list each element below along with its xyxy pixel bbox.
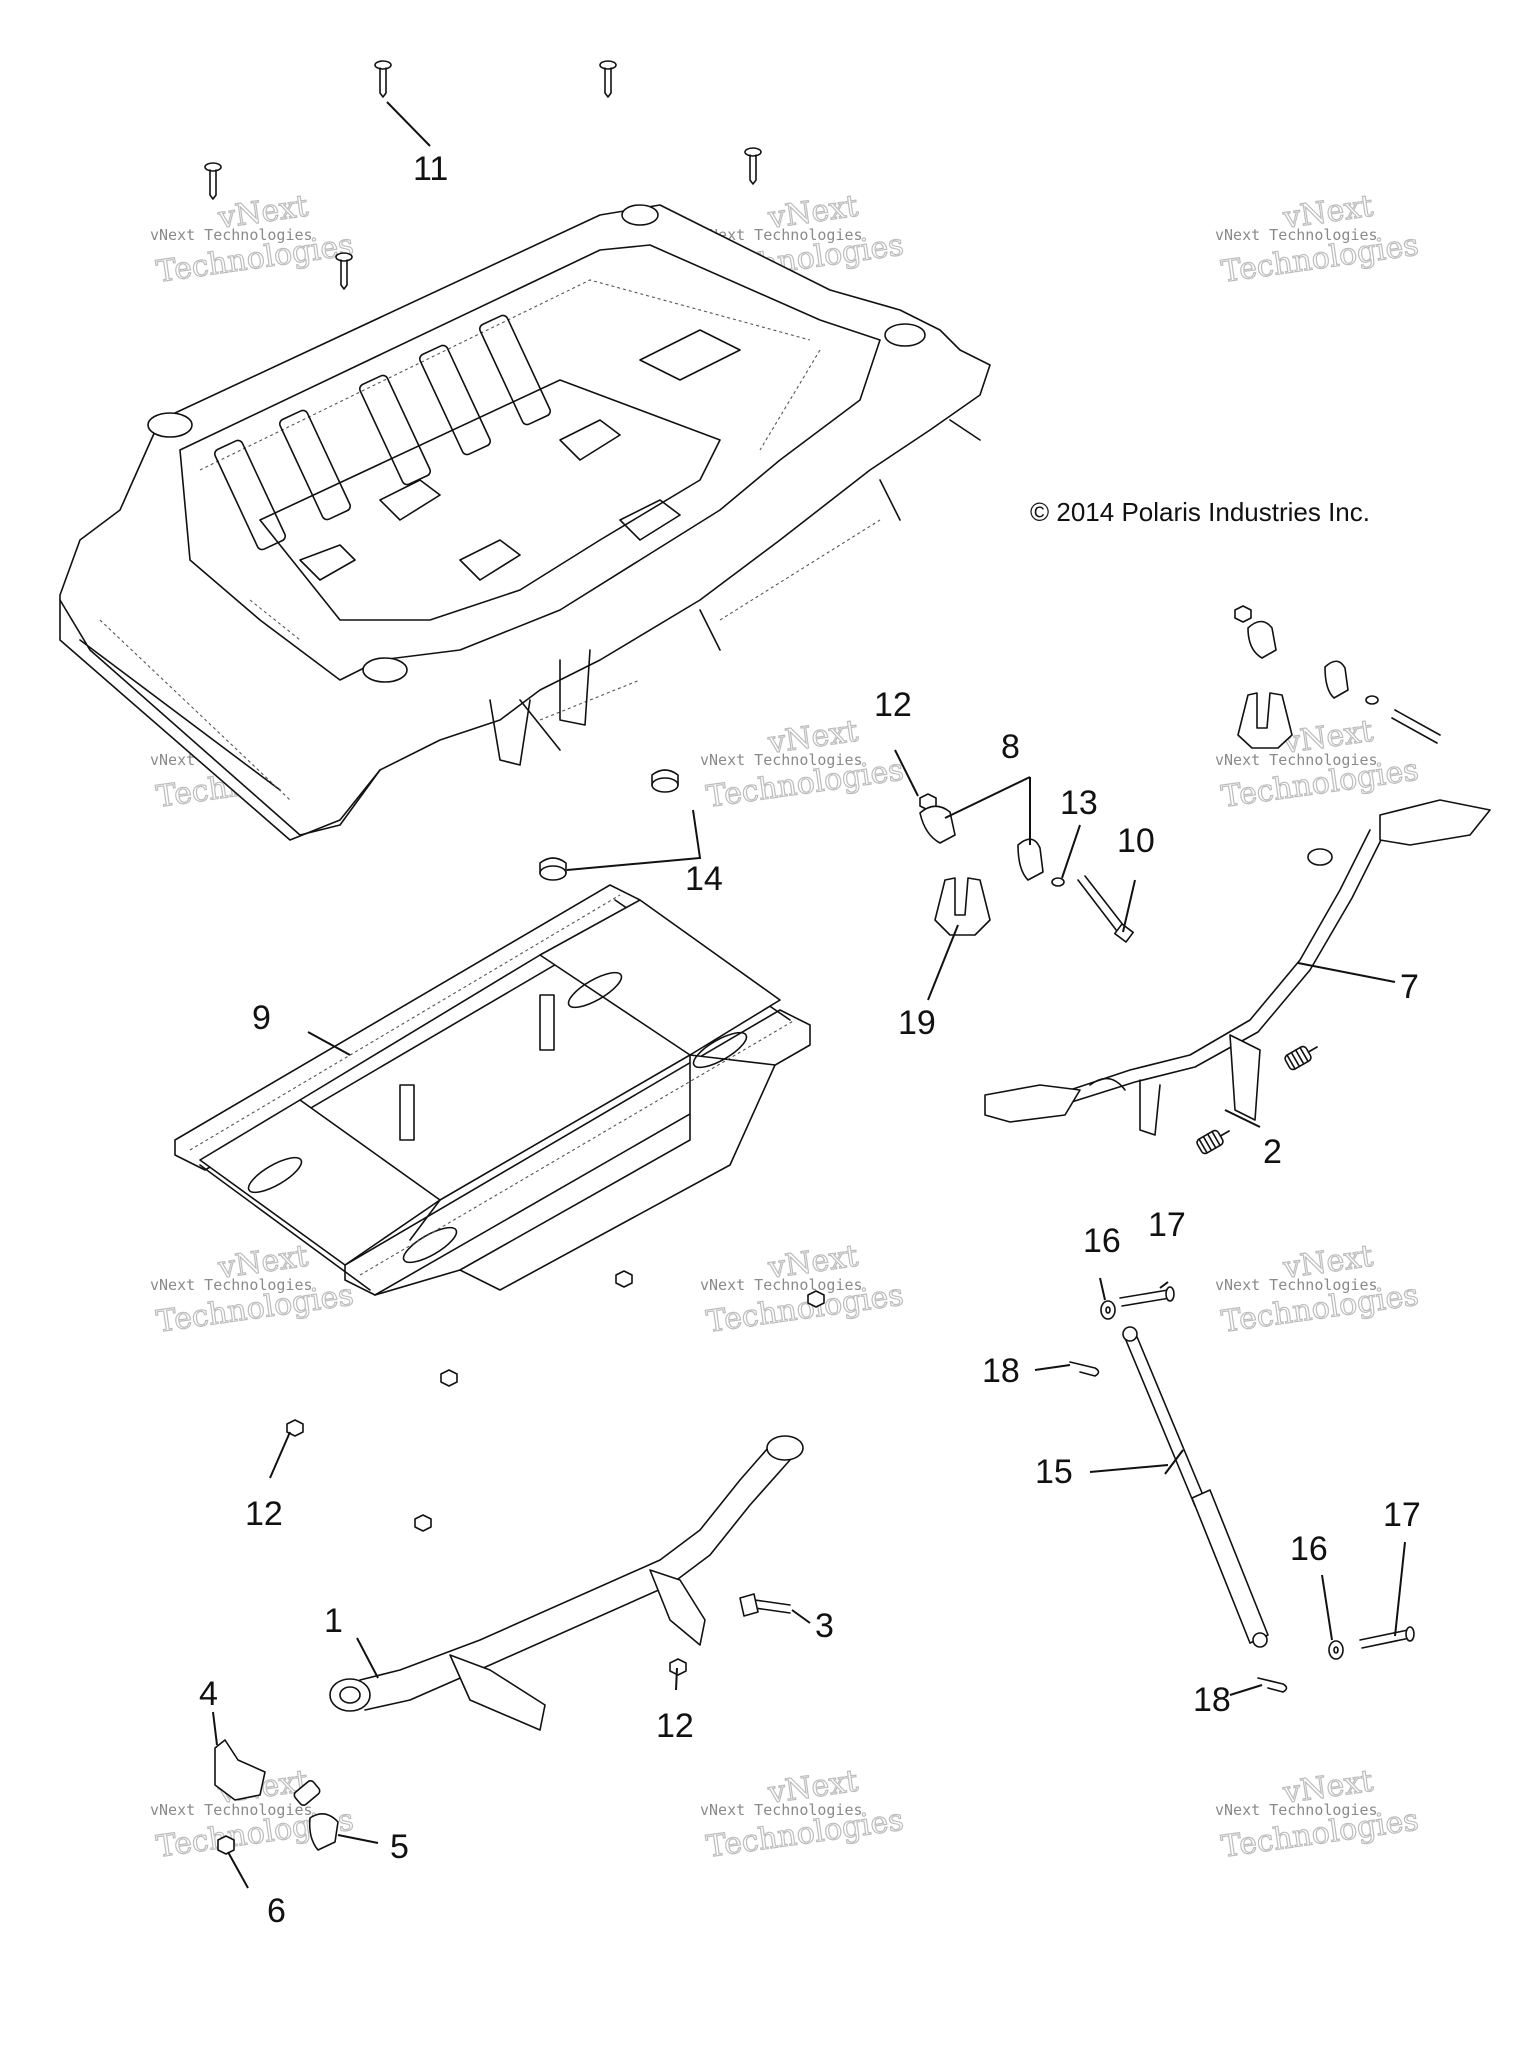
watermark-line2: vNext Technologies (150, 1801, 313, 1819)
cargo-box (59, 204, 991, 841)
callout-2: 2 (1263, 1133, 1282, 1171)
watermark-line2: vNext Technologies (150, 226, 313, 244)
clip-icon (1069, 1361, 1100, 1377)
callout-12-bottom: 12 (656, 1707, 694, 1745)
clamp-icon (919, 805, 956, 844)
watermark: vNext vNext Technologies Technologies (150, 1238, 356, 1340)
spring-part-5 (293, 1779, 339, 1851)
callout-1: 1 (324, 1602, 343, 1640)
bumper-icon (539, 857, 567, 881)
watermark-line2: vNext Technologies (1215, 226, 1378, 244)
cargo-frame-part-9 (174, 884, 811, 1296)
nut-icon (615, 1270, 633, 1288)
nut-icon (414, 1514, 432, 1532)
callout-4: 4 (199, 1675, 218, 1713)
callout-labels: 11 12 8 13 10 14 19 7 9 2 17 16 18 15 17… (199, 150, 1421, 1930)
screw-icon (599, 60, 617, 98)
callout-17-bottom: 17 (1383, 1496, 1421, 1534)
washer-icon (1328, 1640, 1344, 1660)
callout-5: 5 (390, 1828, 409, 1866)
watermark-line2: vNext Technologies (700, 1276, 863, 1294)
bolt-part-3 (739, 1593, 791, 1617)
callout-9: 9 (252, 999, 271, 1037)
spring-icon (1196, 1129, 1230, 1155)
watermark-line2: vNext Technologies (1215, 1801, 1378, 1819)
callout-16-bottom: 16 (1290, 1530, 1328, 1568)
screw-icon (204, 162, 222, 200)
pivot-tube-part-1 (329, 1435, 804, 1731)
clamp-icon (1017, 838, 1044, 881)
watermark: vNext vNext Technologies Technologies (700, 1238, 906, 1340)
screws-part-11 (204, 60, 762, 290)
callout-16-top: 16 (1083, 1222, 1121, 1260)
washer-icon (1051, 877, 1065, 887)
screw-icon (744, 147, 762, 185)
bracket-icon (934, 877, 991, 936)
leader-lines (212, 101, 1406, 1889)
nut-part-6 (217, 1835, 235, 1855)
callout-12-left: 12 (245, 1495, 283, 1533)
watermark-line2: vNext Technologies (700, 226, 863, 244)
callout-18-top: 18 (982, 1352, 1020, 1390)
callout-18-bottom: 18 (1193, 1681, 1231, 1719)
gas-strut-part-15 (1122, 1326, 1269, 1648)
watermark-line2: vNext Technologies (1215, 1276, 1378, 1294)
callout-8: 8 (1001, 728, 1020, 766)
nut-icon (286, 1419, 304, 1437)
watermark: vNext vNext Technologies Technologies (1215, 188, 1421, 290)
screw-icon (335, 252, 353, 290)
spring-icon (1284, 1045, 1318, 1071)
clips-part-18 (1069, 1361, 1288, 1693)
bumpers-part-14 (539, 769, 679, 881)
callout-17-top: 17 (1148, 1206, 1186, 1244)
callout-13: 13 (1060, 784, 1098, 822)
nut-icon (440, 1369, 458, 1387)
clip-icon (1257, 1677, 1288, 1693)
callout-19: 19 (898, 1004, 936, 1042)
callout-7: 7 (1400, 968, 1419, 1006)
watermark: vNext vNext Technologies Technologies (1215, 1238, 1421, 1340)
watermark: vNext vNext Technologies Technologies (700, 1763, 906, 1865)
callout-10: 10 (1117, 822, 1155, 860)
callout-6: 6 (267, 1892, 286, 1930)
screw-icon (374, 60, 392, 98)
nuts-part-12 (286, 793, 937, 1676)
latch-rod-part-7 (984, 799, 1491, 1136)
bumper-icon (651, 769, 679, 793)
nut-icon (669, 1658, 687, 1676)
watermark-line2: vNext Technologies (700, 751, 863, 769)
callout-11: 11 (413, 150, 448, 188)
watermark-line2: vNext Technologies (700, 1801, 863, 1819)
callout-14: 14 (685, 860, 723, 898)
latch-hardware (919, 605, 1441, 943)
springs-part-2 (1196, 1045, 1318, 1155)
pin-icon (1359, 1626, 1415, 1649)
copyright-notice: © 2014 Polaris Industries Inc. (1030, 497, 1370, 527)
watermark: vNext vNext Technologies Technologies (150, 188, 356, 290)
pin-icon (1119, 1286, 1175, 1307)
watermark-line2: vNext Technologies (1215, 751, 1378, 769)
callout-3: 3 (815, 1607, 834, 1645)
bolt-icon (1077, 875, 1135, 943)
callout-15: 15 (1035, 1453, 1073, 1491)
washer-icon (1100, 1300, 1116, 1320)
callout-12-top: 12 (874, 686, 912, 724)
watermark: vNext vNext Technologies Technologies (1215, 1763, 1421, 1865)
bracket-part-4 (214, 1739, 266, 1801)
washers-part-16 (1100, 1300, 1344, 1660)
watermark: vNext vNext Technologies Technologies (700, 713, 906, 815)
pins-part-17 (1119, 1286, 1415, 1649)
nut-icon (807, 1290, 825, 1308)
watermark-line2: vNext Technologies (150, 1276, 313, 1294)
